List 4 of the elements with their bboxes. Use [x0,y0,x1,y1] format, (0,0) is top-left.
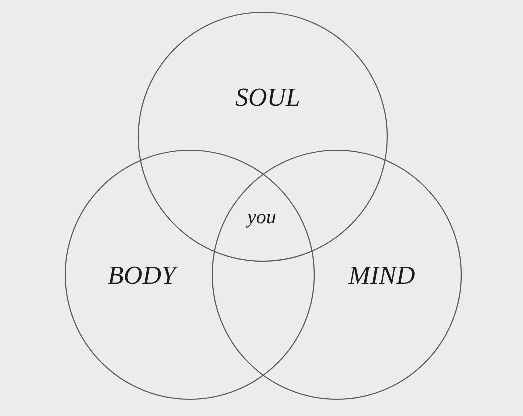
circle-label: SOUL [236,83,300,113]
center-label: you [248,206,276,230]
circle-label: MIND [348,261,416,291]
circle-label: BODY [108,261,176,291]
